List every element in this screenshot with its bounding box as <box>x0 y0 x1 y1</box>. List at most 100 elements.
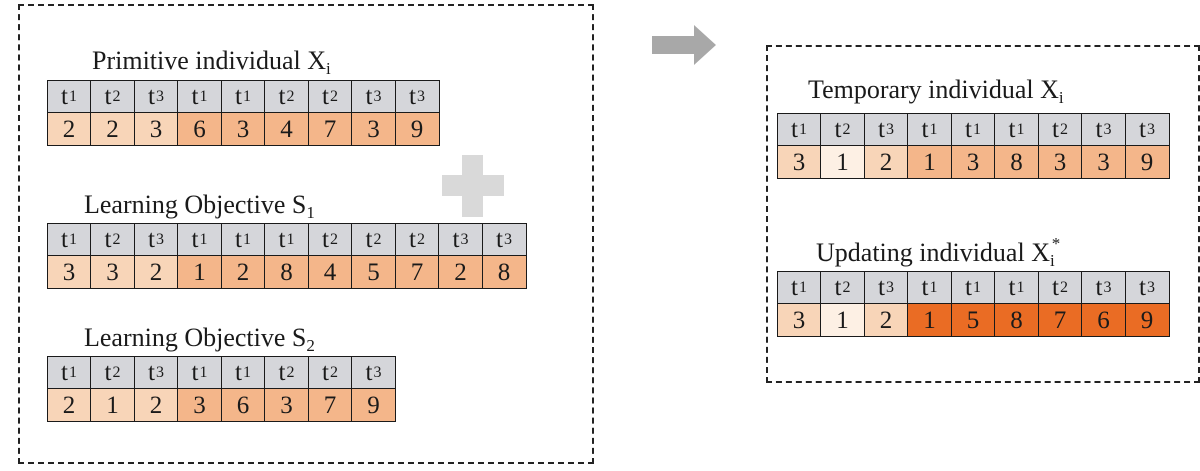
value-cell: 2 <box>46 112 92 146</box>
left-dashed-panel <box>18 4 594 464</box>
value-cell: 7 <box>307 112 353 146</box>
value-cell: 3 <box>133 112 179 146</box>
value-cell: 3 <box>177 388 222 422</box>
value-cell: 3 <box>1037 145 1083 179</box>
value-cell: 3 <box>776 145 822 179</box>
value-cell: 3 <box>220 112 266 146</box>
value-cell: 3 <box>1081 145 1126 179</box>
value-cell: 3 <box>776 303 822 337</box>
value-cell: 9 <box>1124 303 1170 337</box>
value-cell: 9 <box>394 112 440 146</box>
plus-icon <box>442 155 504 217</box>
value-cell: 1 <box>820 145 865 179</box>
value-cell: 2 <box>220 255 266 289</box>
value-cell: 2 <box>46 388 92 422</box>
primitive-individual-title: Primitive individual Xi <box>92 46 331 78</box>
temporary-individual-title: Temporary individual Xi <box>808 75 1064 107</box>
value-cell: 3 <box>351 112 396 146</box>
value-cell: 4 <box>264 112 309 146</box>
value-cell: 7 <box>1037 303 1083 337</box>
value-cell: 4 <box>307 255 353 289</box>
value-cell: 2 <box>863 303 909 337</box>
value-cell: 1 <box>177 255 222 289</box>
value-cell: 3 <box>46 255 92 289</box>
value-cell: 7 <box>307 388 353 422</box>
value-cell: 1 <box>90 388 135 422</box>
value-cell: 3 <box>264 388 309 422</box>
right-arrow-icon <box>652 25 716 65</box>
value-cell: 5 <box>950 303 996 337</box>
value-cell: 6 <box>220 388 266 422</box>
learning-objective-s2-title: Learning Objective S2 <box>84 323 315 355</box>
value-cell: 3 <box>950 145 996 179</box>
value-cell: 9 <box>351 388 396 422</box>
value-cell: 8 <box>994 303 1039 337</box>
value-cell: 1 <box>820 303 865 337</box>
value-cell: 8 <box>481 255 527 289</box>
value-cell: 2 <box>133 388 179 422</box>
value-cell: 2 <box>133 255 179 289</box>
value-cell: 2 <box>90 112 135 146</box>
value-cell: 2 <box>863 145 909 179</box>
value-cell: 1 <box>907 303 952 337</box>
value-cell: 2 <box>438 255 483 289</box>
value-cell: 8 <box>994 145 1039 179</box>
right-dashed-panel <box>766 45 1200 383</box>
value-cell: 6 <box>177 112 222 146</box>
